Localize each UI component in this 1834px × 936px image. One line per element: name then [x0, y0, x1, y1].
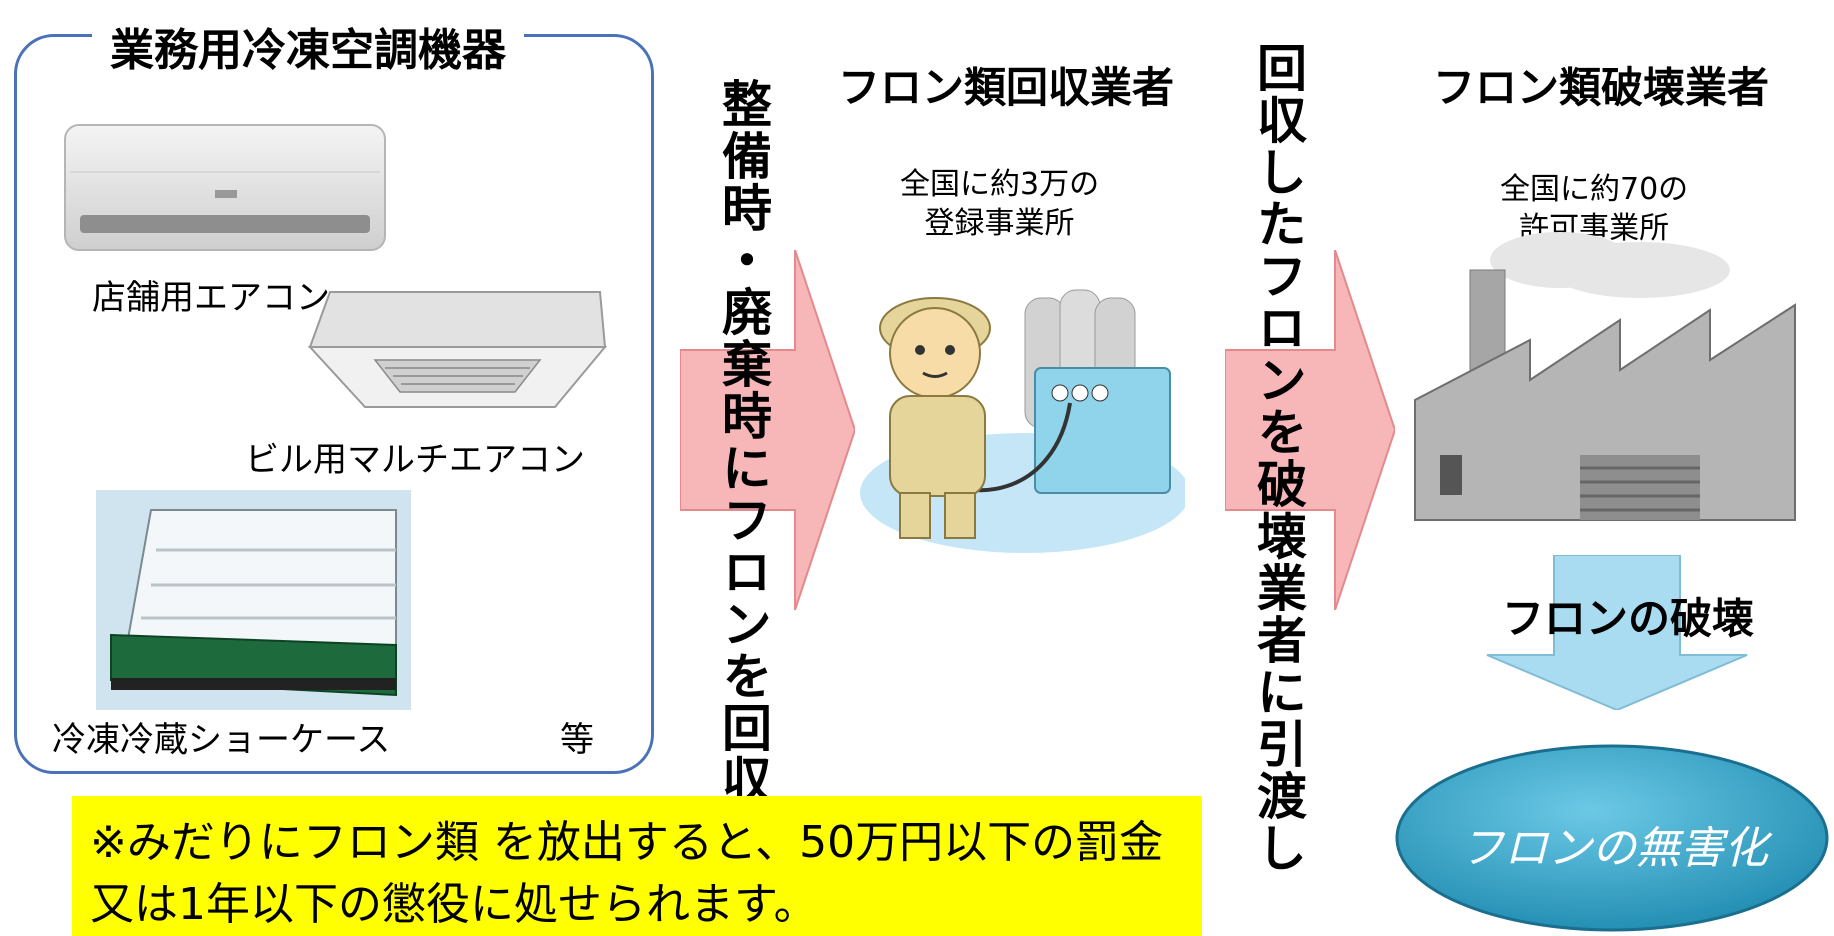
collector-count: 全国に約3万の 登録事業所	[900, 165, 1099, 243]
handover-arrow	[1225, 250, 1395, 610]
result-label: フロンの無害化	[1460, 823, 1768, 874]
penalty-notice-line1: ※みだりにフロン類 を放出すると、50万円以下の罰金	[90, 817, 1164, 868]
penalty-notice-line2: 又は1年以下の懲役に処せられます。	[90, 879, 818, 930]
building-aircon-image	[307, 291, 608, 408]
store-aircon-image	[64, 124, 386, 251]
collector-count-line2: 登録事業所	[924, 206, 1075, 241]
etc-label: 等	[560, 720, 594, 760]
collector-title: フロン類回収業者	[838, 63, 1175, 112]
destruction-label: フロンの破壊	[1502, 594, 1755, 643]
destruction-arrow	[1486, 555, 1748, 710]
destroyer-title: フロン類破壊業者	[1433, 63, 1770, 112]
destroyer-count-line1: 全国に約70の	[1500, 172, 1689, 207]
collection-arrow	[680, 250, 855, 610]
showcase-image	[96, 490, 411, 710]
building-aircon-label: ビル用マルチエアコン	[245, 440, 585, 480]
collector-count-line1: 全国に約3万の	[900, 167, 1100, 202]
penalty-notice: ※みだりにフロン類 を放出すると、50万円以下の罰金 又は1年以下の懲役に処せら…	[72, 796, 1202, 936]
equipment-title: 業務用冷凍空調機器	[92, 14, 524, 78]
store-aircon-label: 店舗用エアコン	[92, 278, 330, 318]
collection-arrow-text: 整備時・廃棄時にフロンを回収	[714, 78, 772, 806]
result-ellipse	[1395, 744, 1829, 932]
showcase-label: 冷凍冷蔵ショーケース	[52, 720, 391, 760]
factory-image	[1414, 232, 1796, 521]
handover-arrow-text: 回収したフロンを破壊業者に引渡し	[1249, 42, 1307, 874]
recovery-worker-image	[860, 289, 1185, 553]
